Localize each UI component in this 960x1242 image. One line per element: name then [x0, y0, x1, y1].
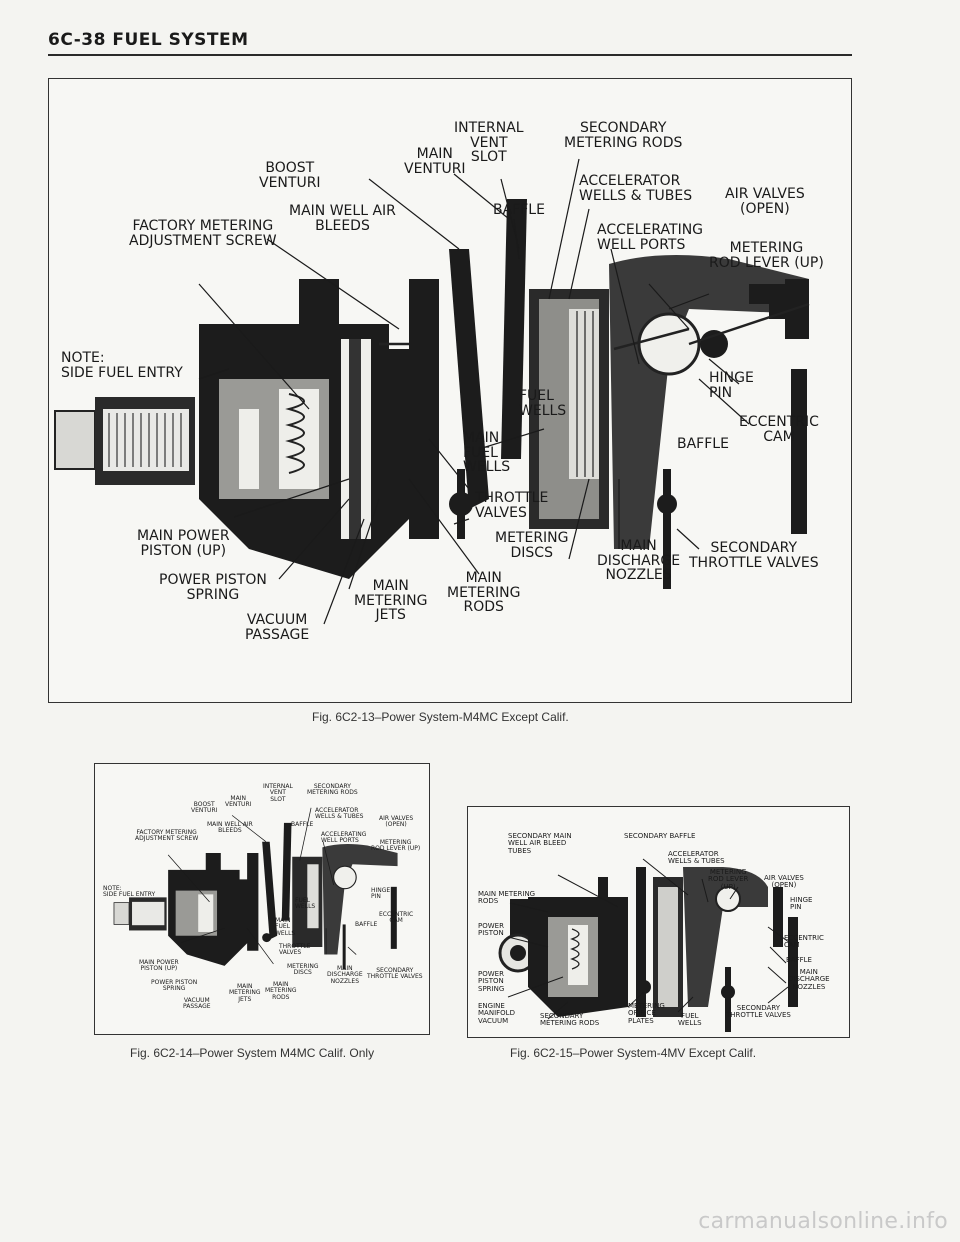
- label-metering-discs: METERING DISCS: [495, 530, 569, 561]
- f15-label-eccentric-cam: ECCENTRIC CAM: [784, 934, 824, 950]
- f15-label-main-metering-rods: MAIN METERING RODS: [478, 890, 536, 906]
- f14-label-throttle-valves: THROTTLE VALVES: [279, 943, 311, 957]
- f14-label-secondary-throttle-valves: SECONDARY THROTTLE VALVES: [367, 967, 423, 981]
- f14-label-baffle-top: BAFFLE: [291, 821, 314, 828]
- figure-13-caption: Fig. 6C2-13–Power System-M4MC Except Cal…: [312, 710, 569, 724]
- f14-label-main-well-air-bleeds: MAIN WELL AIR BLEEDS: [207, 821, 253, 835]
- f15-label-air-valves: AIR VALVES (OPEN): [764, 874, 804, 890]
- header-rule: [48, 54, 852, 56]
- f14-label-note: NOTE: SIDE FUEL ENTRY: [103, 885, 156, 899]
- f14-label-vacuum-passage: VACUUM PASSAGE: [183, 997, 211, 1011]
- f15-label-secondary-throttle-valves: SECONDARY THROTTLE VALVES: [726, 1004, 791, 1020]
- f14-label-main-venturi: MAIN VENTURI: [225, 795, 252, 809]
- figure-13-drawing: [54, 158, 810, 625]
- figure-14-frame: INTERNAL VENT SLOT SECONDARY METERING RO…: [94, 763, 430, 1035]
- label-secondary-throttle-valves: SECONDARY THROTTLE VALVES: [689, 540, 819, 571]
- label-main-fuel-wells: MAIN FUEL WELLS: [463, 430, 511, 476]
- figure-13-frame: INTERNAL VENT SLOT SECONDARY METERING RO…: [48, 78, 852, 703]
- label-eccentric-cam: ECCENTRIC CAM: [739, 414, 819, 445]
- label-main-discharge-nozzles: MAIN DISCHARGE NOZZLES: [597, 538, 681, 584]
- label-internal-vent-slot: INTERNAL VENT SLOT: [454, 120, 524, 166]
- f15-label-baffle: BAFFLE: [786, 956, 812, 964]
- f15-label-power-piston-spring: POWER PISTON SPRING: [478, 970, 505, 993]
- f14-label-main-metering-jets: MAIN METERING JETS: [229, 983, 261, 1003]
- page-header: 6C-38 FUEL SYSTEM: [48, 30, 249, 50]
- f15-label-fuel-wells: FUEL WELLS: [678, 1012, 702, 1028]
- label-main-metering-rods: MAIN METERING RODS: [447, 570, 521, 616]
- f15-label-secondary-baffle: SECONDARY BAFFLE: [624, 832, 696, 840]
- f15-label-hinge-pin: HINGE PIN: [790, 896, 813, 912]
- label-main-well-air-bleeds: MAIN WELL AIR BLEEDS: [289, 203, 396, 234]
- label-note-side-fuel-entry: NOTE: SIDE FUEL ENTRY: [61, 350, 183, 381]
- label-air-valves: AIR VALVES (OPEN): [725, 186, 805, 217]
- label-main-venturi: MAIN VENTURI: [404, 146, 466, 177]
- label-hinge-pin: HINGE PIN: [709, 370, 754, 401]
- label-boost-venturi: BOOST VENTURI: [259, 160, 321, 191]
- label-main-power-piston: MAIN POWER PISTON (UP): [137, 528, 230, 559]
- label-accelerating-well-ports: ACCELERATING WELL PORTS: [597, 222, 704, 253]
- figure-15-caption: Fig. 6C2-15–Power System-4MV Except Cali…: [510, 1046, 757, 1060]
- label-baffle-right: BAFFLE: [677, 436, 729, 452]
- figure-14-caption: Fig. 6C2-14–Power System M4MC Calif. Onl…: [130, 1046, 375, 1060]
- figure-14-drawing: [113, 807, 398, 970]
- f14-label-internal-vent-slot: INTERNAL VENT SLOT: [263, 783, 293, 803]
- f15-label-main-discharge-nozzles: MAIN DISCHARGE NOZZLES: [788, 968, 830, 991]
- f15-label-secondary-metering-rods: SECONDARY METERING RODS: [540, 1012, 600, 1028]
- figure-15-drawing: [498, 858, 798, 1032]
- f15-label-power-piston: POWER PISTON: [478, 922, 504, 938]
- f14-label-metering-discs: METERING DISCS: [287, 963, 319, 977]
- label-power-piston-spring: POWER PISTON SPRING: [159, 572, 267, 603]
- f14-label-main-power-piston: MAIN POWER PISTON (UP): [139, 959, 179, 973]
- f15-label-metering-orifice-plates: METERING ORIFICE PLATES: [628, 1002, 665, 1025]
- f14-label-accelerator-wells: ACCELERATOR WELLS & TUBES: [315, 807, 364, 821]
- watermark: carmanualsonline.info: [698, 1209, 948, 1234]
- f14-label-factory-metering: FACTORY METERING ADJUSTMENT SCREW: [135, 829, 199, 843]
- f15-label-engine-manifold-vacuum: ENGINE MANIFOLD VACUUM: [478, 1002, 515, 1025]
- f14-label-metering-rod-lever: METERING ROD LEVER (UP): [371, 839, 421, 853]
- label-factory-metering-screw: FACTORY METERING ADJUSTMENT SCREW: [129, 218, 277, 249]
- f15-label-metering-rod-lever: METERING ROD LEVER (UP): [708, 868, 749, 891]
- f14-label-main-fuel-wells: MAIN FUEL WELLS: [275, 917, 296, 937]
- label-throttle-valves: THROTTLE VALVES: [475, 490, 549, 521]
- label-fuel-wells: FUEL WELLS: [519, 388, 567, 419]
- f14-label-fuel-wells: FUEL WELLS: [295, 897, 316, 911]
- f14-label-accelerating-well-ports: ACCELERATING WELL PORTS: [321, 831, 367, 845]
- label-main-metering-jets: MAIN METERING JETS: [354, 578, 428, 624]
- figure-15-frame: SECONDARY MAIN WELL AIR BLEED TUBES SECO…: [467, 806, 850, 1038]
- f15-label-accelerator-wells: ACCELERATOR WELLS & TUBES: [668, 850, 725, 866]
- f14-label-power-piston-spring: POWER PISTON SPRING: [151, 979, 198, 993]
- f14-label-main-discharge-nozzles: MAIN DISCHARGE NOZZLES: [327, 965, 363, 985]
- f14-label-baffle-right: BAFFLE: [355, 921, 378, 928]
- f14-label-eccentric-cam: ECCENTRIC CAM: [379, 911, 414, 925]
- f14-label-main-metering-rods: MAIN METERING RODS: [265, 981, 297, 1001]
- f15-label-secondary-main-well-air-bleed: SECONDARY MAIN WELL AIR BLEED TUBES: [508, 832, 572, 855]
- f14-label-secondary-metering-rods: SECONDARY METERING RODS: [307, 783, 358, 797]
- label-metering-rod-lever: METERING ROD LEVER (UP): [709, 240, 824, 271]
- label-secondary-metering-rods: SECONDARY METERING RODS: [564, 120, 683, 151]
- f14-label-air-valves: AIR VALVES (OPEN): [379, 815, 414, 829]
- f14-label-hinge-pin: HINGE PIN: [371, 887, 391, 901]
- label-accelerator-wells: ACCELERATOR WELLS & TUBES: [579, 173, 693, 204]
- label-vacuum-passage: VACUUM PASSAGE: [245, 612, 310, 643]
- f14-label-boost-venturi: BOOST VENTURI: [191, 801, 218, 815]
- label-baffle-top: BAFFLE: [493, 202, 545, 218]
